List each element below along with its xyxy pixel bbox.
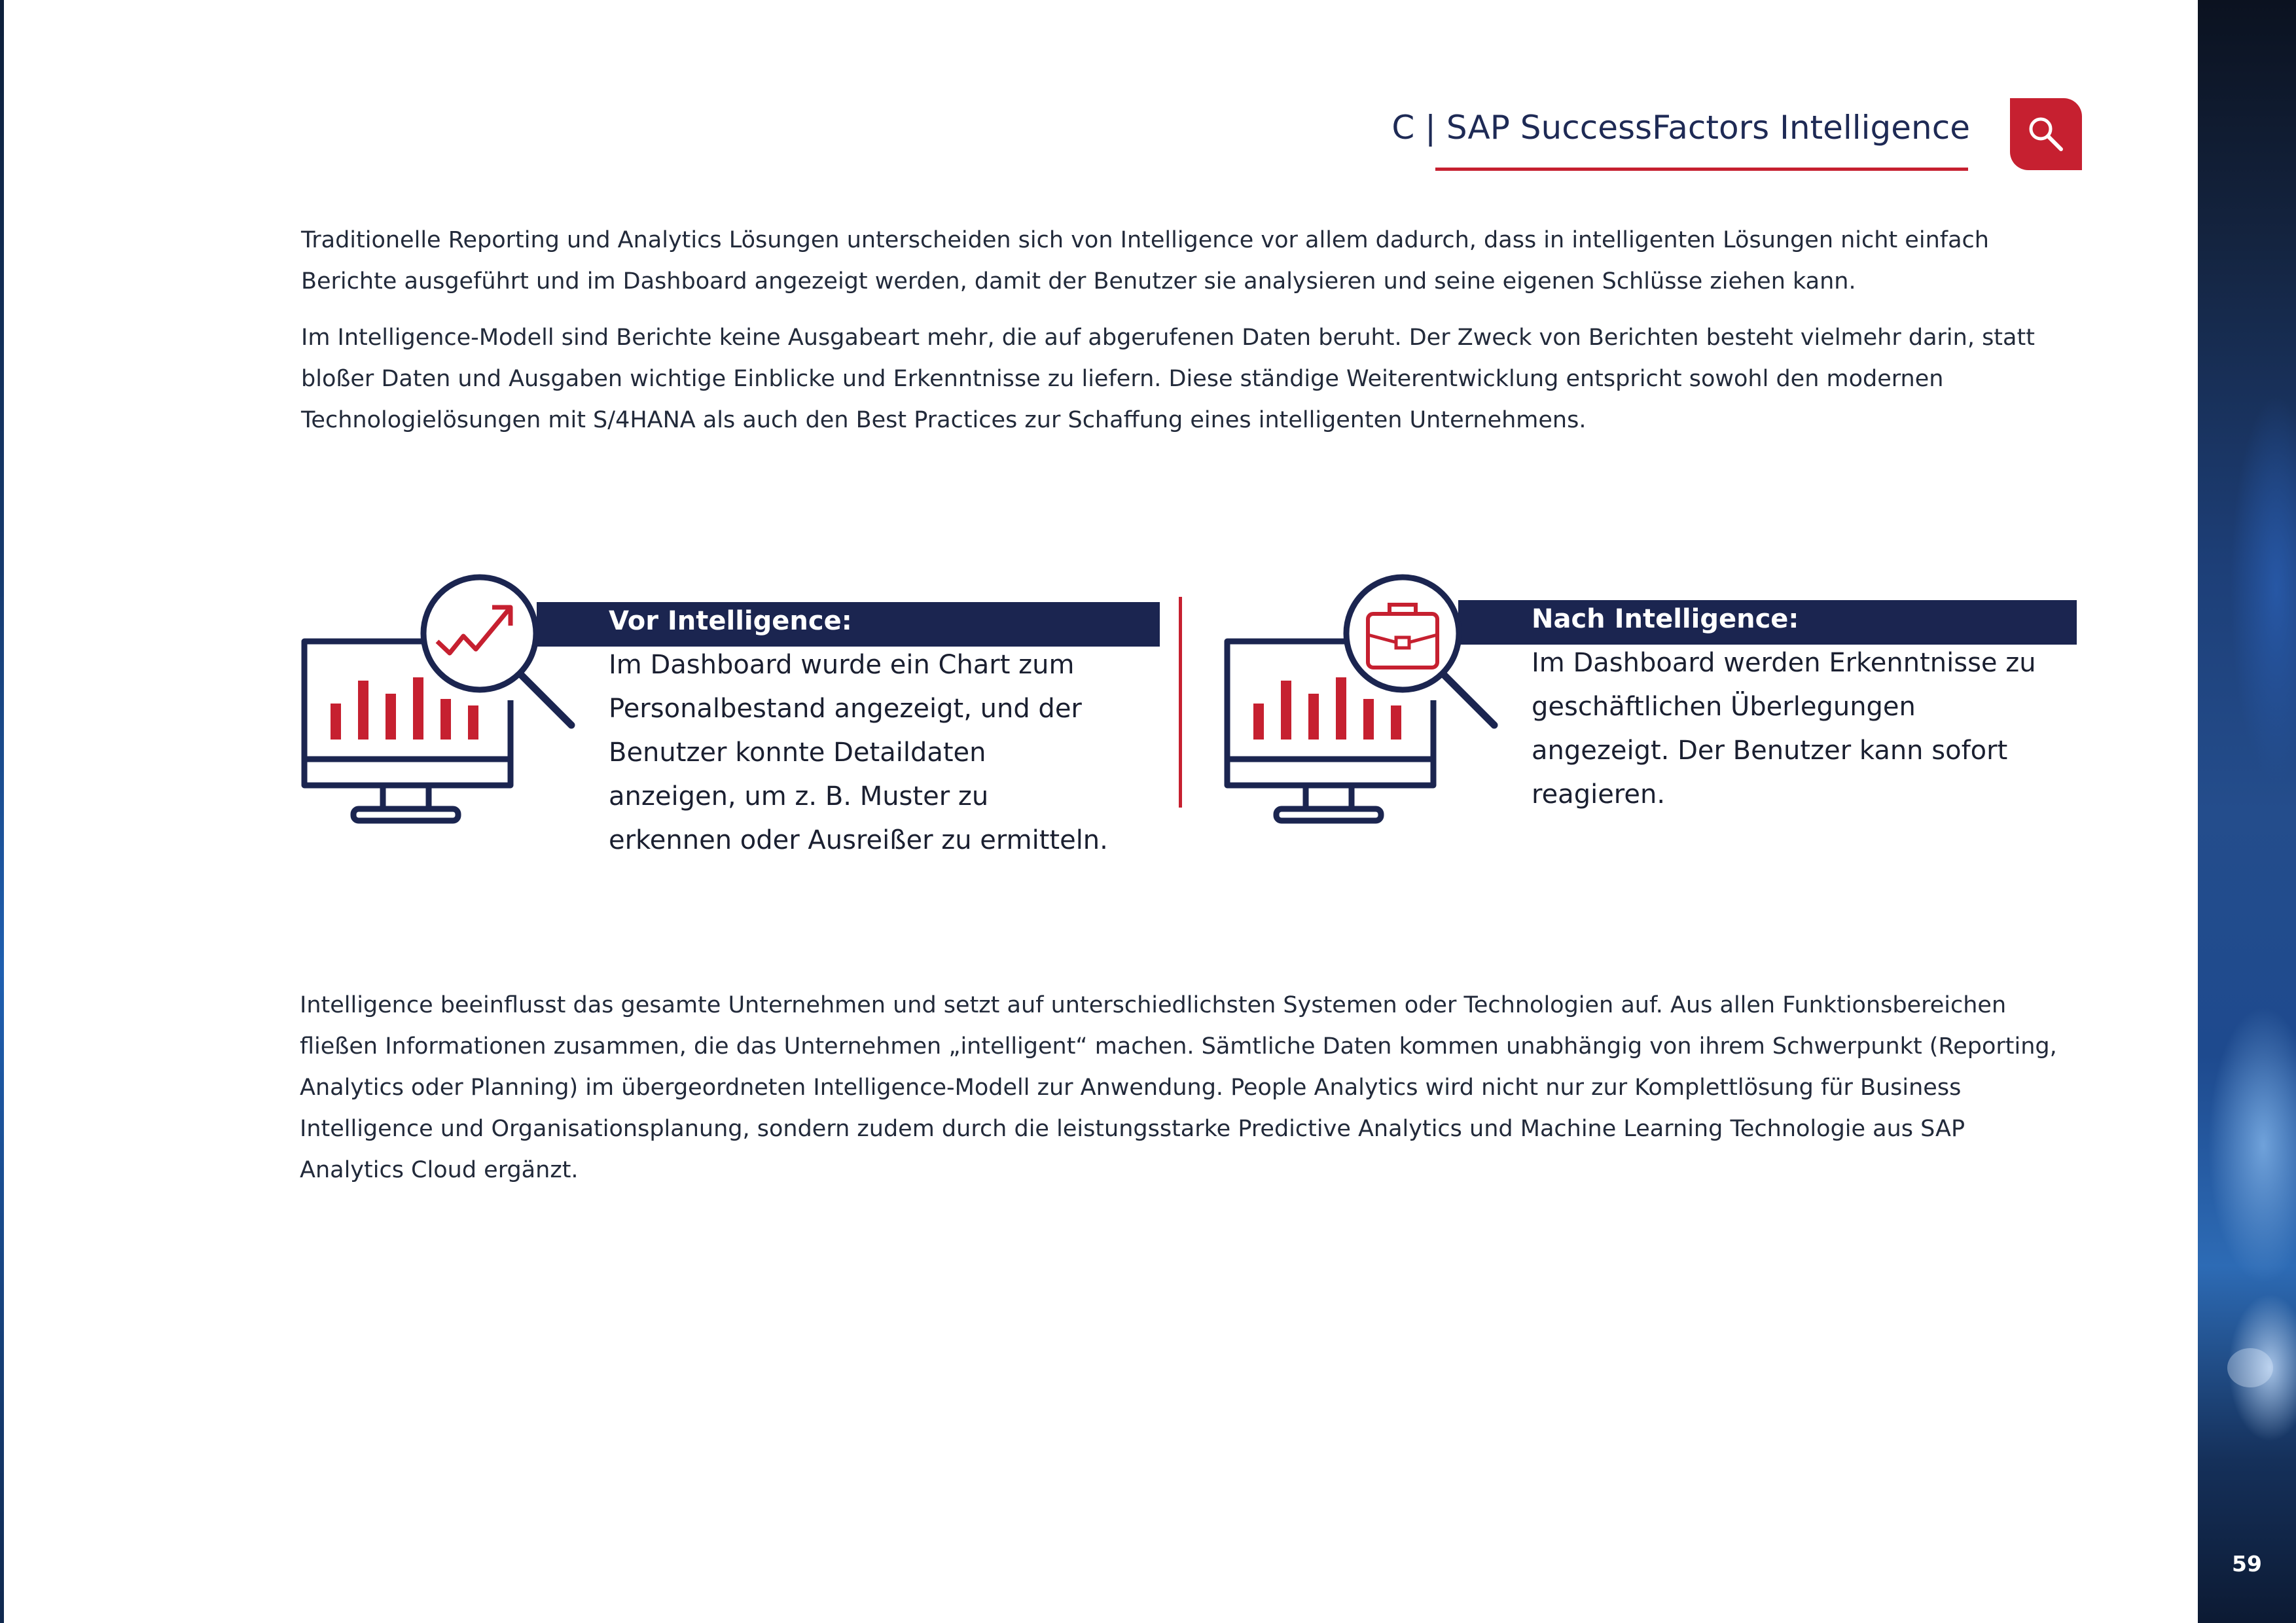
section-title: C | SAP SuccessFactors Intelligence: [1391, 109, 1970, 147]
page-number: 59: [2232, 1551, 2262, 1577]
title-underline: [1435, 168, 1968, 171]
photo-highlight: [2227, 1348, 2273, 1387]
left-edge-strip: [0, 0, 4, 1623]
monitor-briefcase-magnifier-icon: [1224, 574, 1498, 824]
side-photo-strip: [2198, 0, 2296, 1623]
search-badge: [2010, 98, 2082, 170]
monitor-trend-magnifier-icon: [301, 574, 575, 824]
intro-paragraph-1: Traditionelle Reporting und Analytics Lö…: [301, 227, 1989, 294]
before-label: Vor Intelligence:: [609, 606, 852, 636]
search-icon: [2029, 117, 2063, 151]
comparison-divider: [1179, 597, 1182, 808]
intro-paragraph-2: Im Intelligence-Modell sind Berichte kei…: [301, 325, 2035, 433]
after-description: Im Dashboard werden Erkenntnisse zu gesc…: [1532, 648, 2036, 810]
before-description: Im Dashboard wurde ein Chart zum Persona…: [609, 650, 1108, 855]
outro-paragraph: Intelligence beeinflusst das gesamte Unt…: [300, 992, 2057, 1183]
after-label-bar: [1458, 600, 2077, 645]
before-label-bar: [537, 602, 1160, 647]
after-label: Nach Intelligence:: [1532, 604, 1799, 634]
